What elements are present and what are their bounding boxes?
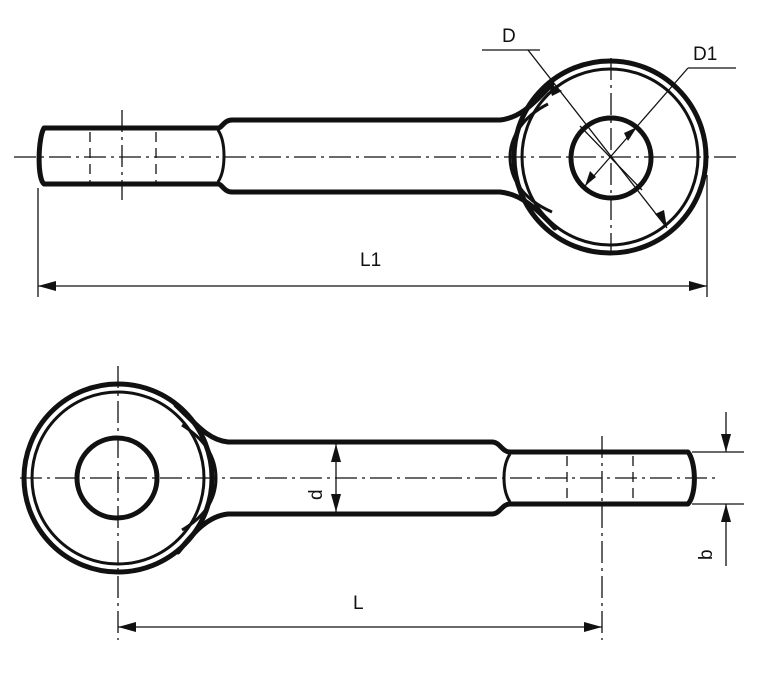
dim-b-arrow-top xyxy=(721,434,731,452)
label-D1: D1 xyxy=(693,44,717,65)
dim-D-arrow-start xyxy=(548,82,562,96)
dim-b-arrow-bottom xyxy=(721,504,731,522)
label-L: L xyxy=(353,593,364,614)
dim-L-arrow-right xyxy=(584,622,602,632)
dim-d-arrow-top xyxy=(331,444,341,462)
top-shank-outline xyxy=(36,81,558,231)
dim-L1-arrow-left xyxy=(38,281,56,291)
label-d: d xyxy=(306,489,327,500)
label-L1: L1 xyxy=(360,250,381,271)
dim-D1-arrow-end xyxy=(585,171,596,186)
top-view: D D1 L1 xyxy=(14,26,740,297)
bottom-view: d b L xyxy=(20,366,744,640)
label-b: b xyxy=(696,549,717,560)
top-bore-cross xyxy=(579,125,643,191)
dim-D-arrow-end xyxy=(655,210,667,228)
label-D: D xyxy=(502,26,516,47)
dim-D1-arrow-start xyxy=(624,127,637,141)
dim-L1-arrow-right xyxy=(689,281,707,291)
top-thread-end xyxy=(216,129,226,183)
dim-d-arrow-bottom xyxy=(331,494,341,512)
dim-D-line xyxy=(527,49,668,229)
dim-D1-line xyxy=(584,67,689,187)
dim-L-arrow-left xyxy=(118,622,136,632)
